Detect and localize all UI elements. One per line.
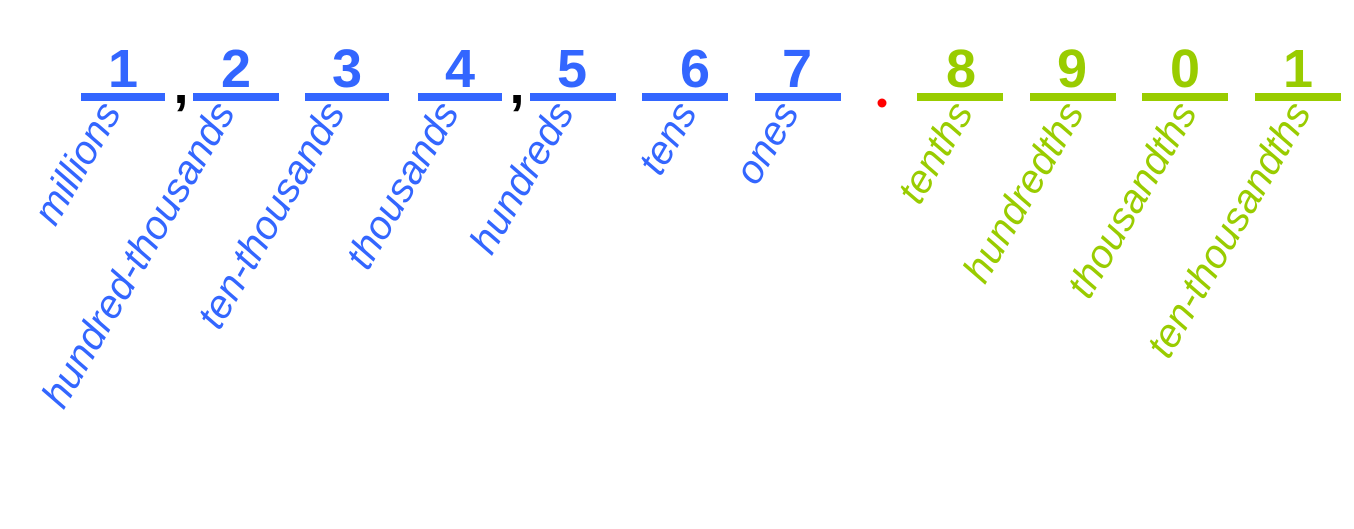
place-tenths: 8 tenths bbox=[889, 39, 1003, 211]
label-tens: tens bbox=[630, 95, 706, 182]
digit-hundredths: 9 bbox=[1057, 39, 1087, 99]
label-millions: millions bbox=[25, 95, 130, 232]
blank-line-ten-thousands bbox=[305, 93, 389, 101]
thousands-comma-1: , bbox=[173, 55, 188, 115]
blank-line-thousands bbox=[418, 93, 502, 101]
place-ten-thousands: 3 ten-thousands bbox=[189, 39, 389, 336]
whole-number-places: 1 millions 2 hundred-thousands 3 ten-tho… bbox=[25, 39, 841, 415]
digit-thousands: 4 bbox=[445, 39, 475, 99]
blank-line-hundred-thousands bbox=[193, 93, 279, 101]
decimal-point bbox=[877, 98, 887, 108]
blank-line-ten-thousandths bbox=[1255, 93, 1341, 101]
digit-ten-thousands: 3 bbox=[332, 39, 362, 99]
blank-line-ones bbox=[755, 93, 841, 101]
place-tens: 6 tens bbox=[630, 39, 728, 182]
label-tenths: tenths bbox=[889, 95, 982, 211]
digit-thousandths: 0 bbox=[1170, 39, 1200, 99]
digit-millions: 1 bbox=[108, 39, 138, 99]
digit-tens: 6 bbox=[680, 39, 710, 99]
label-ones: ones bbox=[726, 95, 807, 192]
digit-ten-thousandths: 1 bbox=[1283, 39, 1313, 99]
label-thousands: thousands bbox=[337, 95, 467, 277]
place-hundreds: 5 hundreds bbox=[461, 39, 616, 261]
thousands-comma-2: , bbox=[509, 55, 524, 115]
blank-line-tenths bbox=[917, 93, 1003, 101]
digit-hundred-thousands: 2 bbox=[221, 39, 251, 99]
place-ten-thousandths: 1 ten-thousandths bbox=[1138, 39, 1341, 365]
decimal-places: 8 tenths 9 hundredths 0 thousandths 1 te… bbox=[889, 39, 1341, 365]
place-ones: 7 ones bbox=[726, 39, 841, 192]
blank-line-thousandths bbox=[1142, 93, 1228, 101]
blank-line-hundreds bbox=[530, 93, 616, 101]
blank-line-hundredths bbox=[1030, 93, 1116, 101]
blank-line-millions bbox=[81, 93, 165, 101]
digit-tenths: 8 bbox=[946, 39, 976, 99]
digit-hundreds: 5 bbox=[557, 39, 587, 99]
digit-ones: 7 bbox=[782, 39, 812, 99]
label-hundreds: hundreds bbox=[461, 95, 583, 261]
blank-line-tens bbox=[642, 93, 728, 101]
